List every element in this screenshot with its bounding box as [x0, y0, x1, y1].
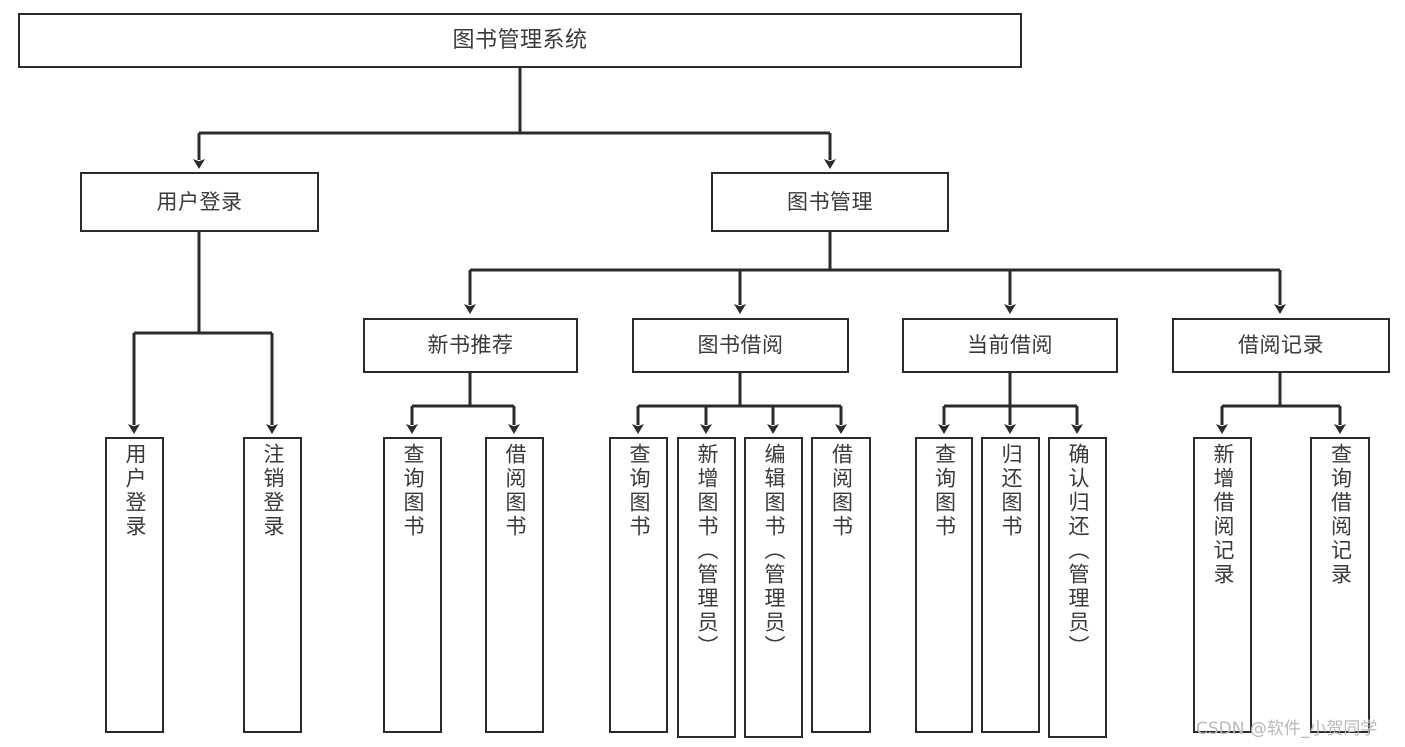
node-leaf-add-borrow-record[interactable]: 新增借阅记录	[1193, 437, 1252, 733]
node-leaf-user-login-label: 用户登录	[123, 443, 147, 539]
node-root[interactable]: 图书管理系统	[18, 13, 1022, 68]
node-new-book-recommend-label: 新书推荐	[427, 333, 514, 358]
node-leaf-logout-label: 注销登录	[261, 443, 285, 539]
node-leaf-borrow-book-new[interactable]: 借阅图书	[485, 437, 544, 733]
node-leaf-user-login[interactable]: 用户登录	[105, 437, 164, 733]
node-book-management-label: 图书管理	[787, 189, 873, 214]
node-leaf-return-book[interactable]: 归还图书	[981, 437, 1040, 733]
node-user-login-label: 用户登录	[156, 189, 243, 214]
node-current-borrow[interactable]: 当前借阅	[902, 318, 1118, 373]
node-leaf-query-book-new[interactable]: 查询图书	[383, 437, 442, 733]
node-leaf-borrow-book-label: 借阅图书	[829, 443, 854, 539]
node-leaf-query-book-borrow[interactable]: 查询图书	[609, 437, 668, 733]
node-leaf-query-book-new-label: 查询图书	[401, 443, 425, 539]
node-root-label: 图书管理系统	[452, 27, 588, 53]
node-leaf-borrow-book[interactable]: 借阅图书	[811, 437, 871, 733]
node-leaf-query-book-current[interactable]: 查询图书	[915, 437, 973, 733]
node-leaf-add-book-admin[interactable]: 新增图书（管理员）	[677, 437, 736, 738]
node-borrow-record-label: 借阅记录	[1238, 333, 1324, 358]
node-book-borrow[interactable]: 图书借阅	[632, 318, 849, 373]
node-leaf-logout[interactable]: 注销登录	[243, 437, 302, 733]
node-book-borrow-label: 图书借阅	[697, 333, 784, 358]
node-leaf-query-book-current-label: 查询图书	[932, 443, 957, 539]
node-leaf-borrow-book-new-label: 借阅图书	[503, 443, 527, 539]
node-leaf-query-borrow-record[interactable]: 查询借阅记录	[1310, 437, 1370, 733]
node-leaf-query-borrow-record-label: 查询借阅记录	[1328, 443, 1353, 587]
node-leaf-edit-book-admin[interactable]: 编辑图书（管理员）	[744, 437, 803, 738]
node-new-book-recommend[interactable]: 新书推荐	[363, 318, 578, 373]
node-leaf-return-book-label: 归还图书	[999, 443, 1023, 539]
node-book-management[interactable]: 图书管理	[711, 172, 949, 232]
node-leaf-confirm-return-admin-label: 确认归还（管理员）	[1066, 443, 1090, 659]
node-leaf-confirm-return-admin[interactable]: 确认归还（管理员）	[1048, 437, 1107, 738]
node-leaf-query-book-borrow-label: 查询图书	[627, 443, 651, 539]
node-borrow-record[interactable]: 借阅记录	[1172, 318, 1390, 373]
node-current-borrow-label: 当前借阅	[967, 333, 1053, 358]
node-leaf-edit-book-admin-label: 编辑图书（管理员）	[762, 443, 786, 659]
node-leaf-add-borrow-record-label: 新增借阅记录	[1211, 443, 1235, 587]
watermark-text: CSDN @软件_小贺同学	[1196, 719, 1378, 739]
node-user-login[interactable]: 用户登录	[80, 172, 319, 232]
node-leaf-add-book-admin-label: 新增图书（管理员）	[695, 443, 719, 659]
